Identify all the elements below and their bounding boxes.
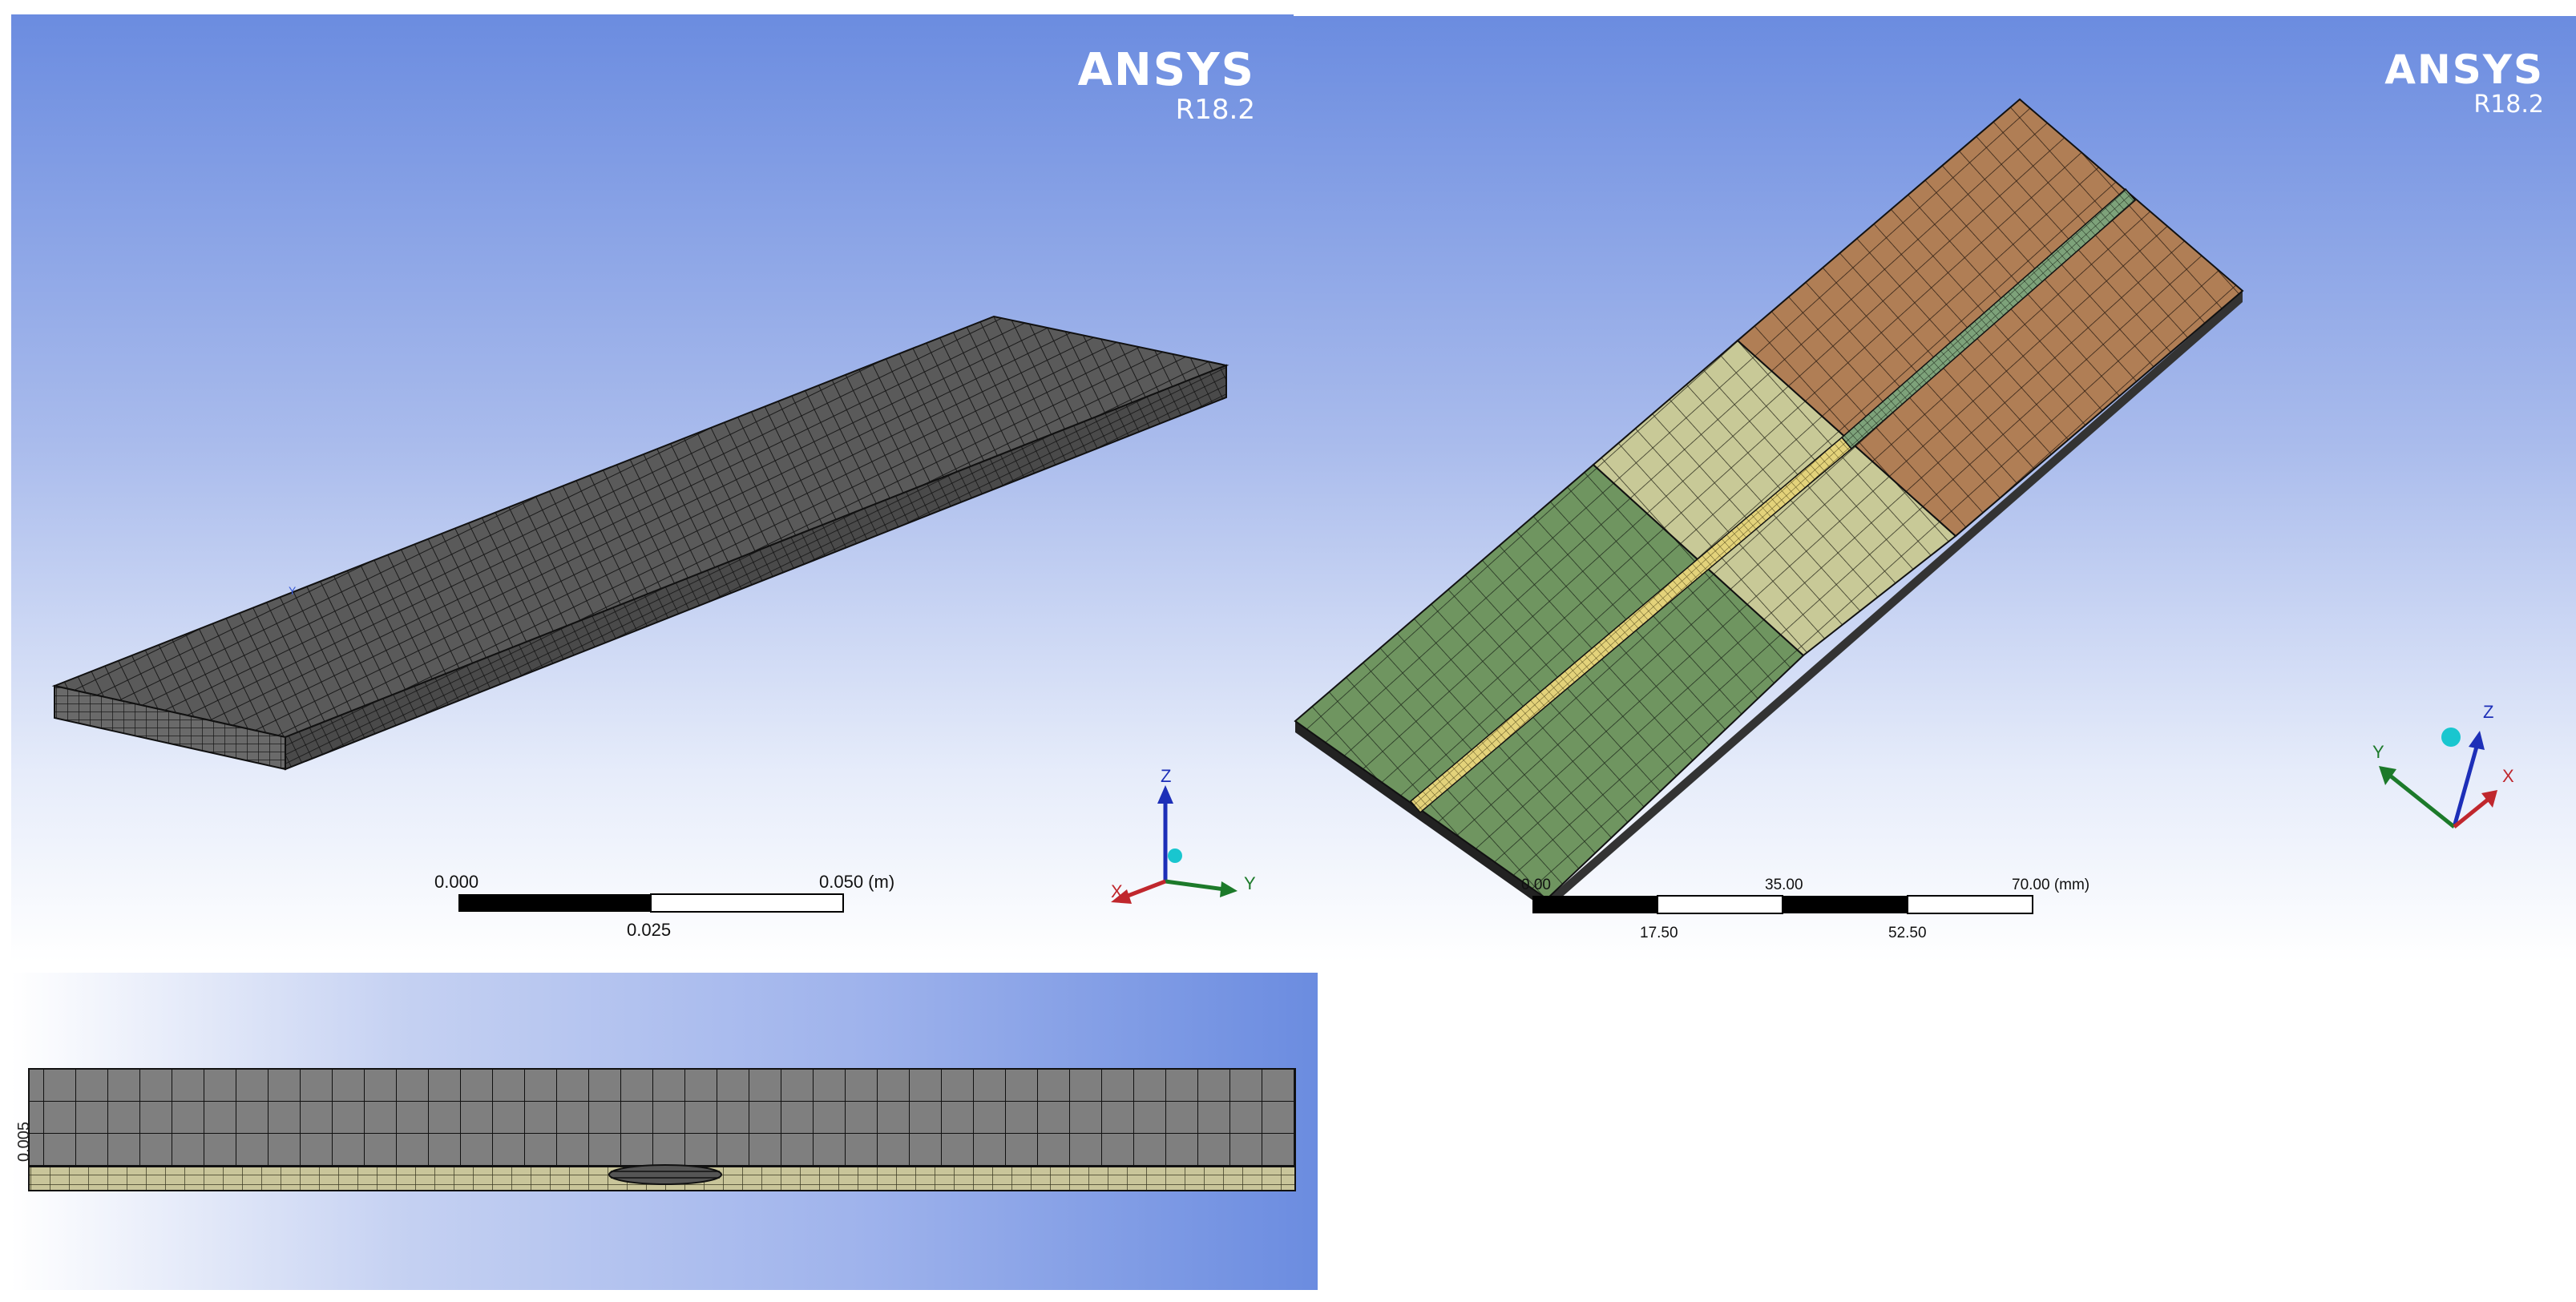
axis-triad: Z Y X [1111,766,1256,904]
block-end-face [54,684,286,771]
scale-label-end: 0.050 (m) [819,872,894,892]
mesh-block: Y 0.000 0.050 (m) 0.025 Z Y X [51,315,1256,940]
brand-version: R18.2 [2473,91,2544,119]
ansys-logo: ANSYS R18.2 [1077,44,1255,126]
brand-name: ANSYS [2384,46,2544,93]
weld-strip-teal [1840,187,2137,450]
scale-label-end: 70.00 (mm) [2012,877,2089,893]
viewport-isometric[interactable]: ANSYS R18.2 Y 0.000 0 [11,14,1294,962]
triad-y-label: Y [2372,742,2384,762]
brand-name: ANSYS [1077,44,1255,96]
ansys-logo: ANSYS R18.2 [2384,50,2544,117]
axis-triad: Z Y X [2372,702,2514,828]
scale-label-mid: 0.025 [627,920,671,940]
brand-version: R18.2 [1175,94,1255,126]
svg-text:Y: Y [289,584,297,597]
triad-x-label: X [1111,881,1123,901]
scale-label-35: 35.00 [1765,877,1803,893]
triad-z-label: Z [2483,702,2493,722]
scale-bar-white [650,893,844,913]
triad-z-label: Z [1161,766,1171,786]
scale-label-start: 0.00 [1521,877,1551,893]
triad-y-label: Y [1244,873,1256,893]
weld-bead [608,1164,722,1185]
viewport-side[interactable]: 0.005 [11,973,1318,1290]
mesh-plates: 0.00 35.00 70.00 (mm) 17.50 52.50 Z Y X [1294,98,2514,941]
scale-label-1750: 17.50 [1640,925,1678,941]
side-block [28,1068,1296,1167]
scale-label-5250: 52.50 [1888,925,1927,941]
mesh-side: 0.005 [15,1068,1296,1191]
block-top-face [51,315,1229,739]
scale-label-start: 0.000 [434,872,478,892]
side-scale-label: 0.005 [15,1122,33,1162]
viewport-plates[interactable]: ANSYS R18.2 [1294,16,2576,962]
scale-bar-black [458,894,651,912]
triad-x-label: X [2502,766,2514,786]
